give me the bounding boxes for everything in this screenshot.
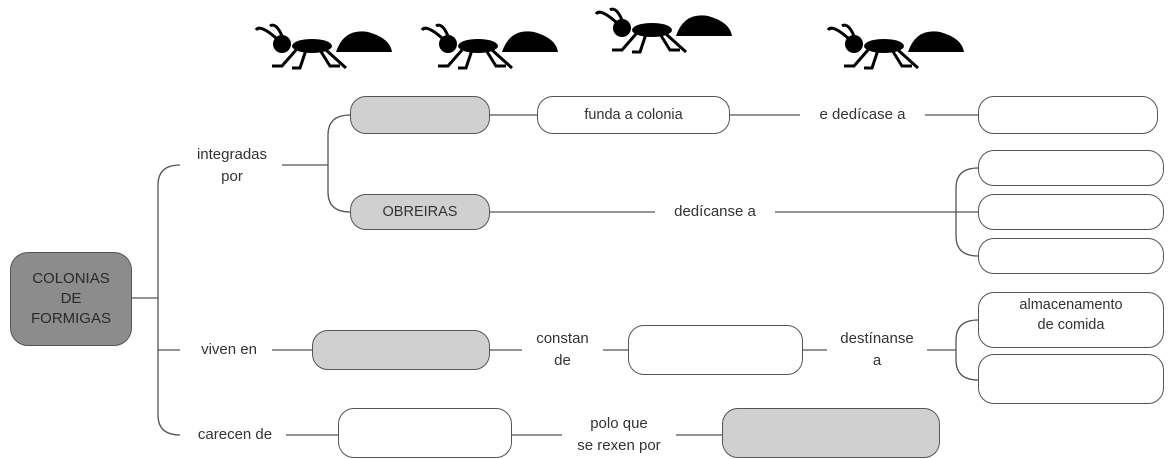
ant-icon — [826, 23, 964, 70]
ant-icon — [420, 23, 558, 70]
blank-box-gray[interactable] — [722, 408, 940, 458]
blank-box[interactable] — [628, 325, 803, 375]
ant-icon — [254, 23, 392, 70]
root-node: COLONIAS DE FORMIGAS — [10, 252, 132, 346]
branch-label-viven: viven en — [186, 339, 272, 361]
blank-box[interactable] — [978, 194, 1164, 230]
box-obreiras: OBREIRAS — [350, 194, 490, 230]
connector-label-dedicase: e dedícase a — [800, 104, 925, 126]
blank-box[interactable] — [338, 408, 512, 458]
connector-label-constan: constan de — [522, 328, 603, 372]
blank-box[interactable] — [978, 238, 1164, 274]
box-funda-colonia: funda a colonia — [537, 96, 730, 134]
blank-box-gray[interactable] — [312, 330, 490, 370]
connector-label-destinanse: destínanse a — [827, 328, 927, 372]
blank-box[interactable] — [978, 96, 1158, 134]
connector-label-poloque: polo que se rexen por — [562, 413, 676, 457]
blank-box-gray[interactable] — [350, 96, 490, 134]
blank-box[interactable] — [978, 354, 1164, 404]
branch-label-integradas: integradas por — [182, 144, 282, 188]
blank-box[interactable] — [978, 150, 1164, 186]
ant-icon — [594, 7, 732, 54]
connector-label-dedicanse: dedícanse a — [655, 201, 775, 223]
branch-label-carecen: carecen de — [184, 424, 286, 446]
box-almacenamento: almacenamento de comida — [978, 292, 1164, 348]
